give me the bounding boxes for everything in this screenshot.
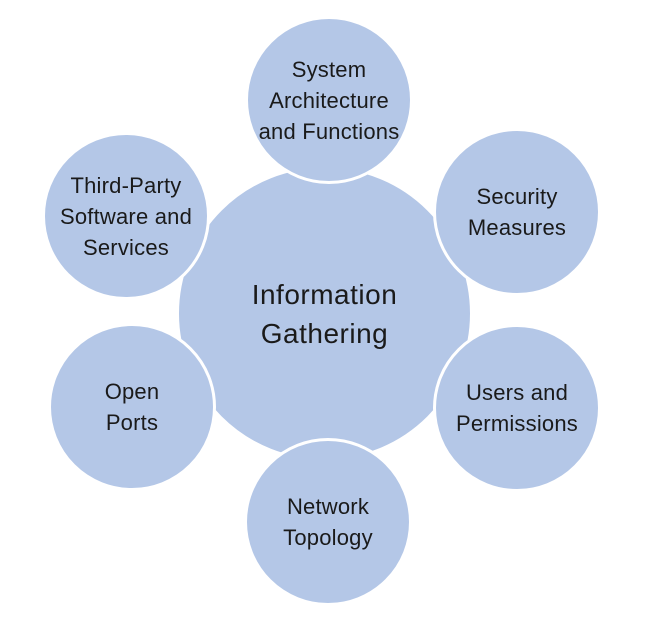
node-third-party: Third-Party Software and Services	[42, 132, 210, 300]
node-network-topology: Network Topology	[244, 438, 412, 606]
node-label-network-topology: Network Topology	[283, 494, 373, 550]
center-circle: Information Gathering	[176, 165, 473, 462]
node-label-security-measures: Security Measures	[467, 184, 567, 240]
node-label-users-permissions: Users and Permissions	[455, 380, 578, 436]
node-users-permissions: Users and Permissions	[433, 324, 601, 492]
node-label-open-ports: Open Ports	[104, 379, 160, 435]
center-label: Information Gathering	[251, 278, 398, 349]
node-label-third-party: Third-Party Software and Services	[59, 172, 193, 260]
node-open-ports: Open Ports	[48, 323, 216, 491]
node-label-system-architecture: System Architecture and Functions	[258, 56, 400, 144]
node-security-measures: Security Measures	[433, 128, 601, 296]
node-system-architecture: System Architecture and Functions	[245, 16, 413, 184]
